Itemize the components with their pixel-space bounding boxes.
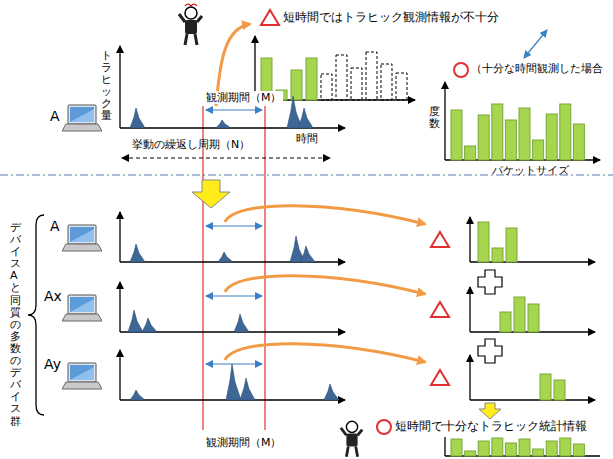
- laptop-icon: [62, 225, 102, 251]
- traffic-spike: [130, 244, 145, 262]
- note-text: 短時間ではトラヒック観測情報が不十分: [283, 10, 499, 24]
- note-text: （十分な時間観測した場合: [471, 62, 603, 75]
- histogram-bar: [492, 438, 503, 456]
- traffic-spike: [142, 318, 157, 332]
- histogram-bar: [533, 140, 544, 160]
- warning-triangle: [431, 232, 449, 247]
- histogram-bar: [546, 114, 557, 160]
- warning-triangle: [431, 302, 449, 317]
- histogram-bar: [505, 120, 516, 160]
- period-label: 挙動の繰返し周期（N）: [132, 138, 250, 151]
- histogram-bar: [554, 380, 565, 400]
- axis: [119, 212, 120, 262]
- histogram-bar: [492, 104, 503, 160]
- histogram-bar: [528, 304, 539, 332]
- histogram-bar: [478, 222, 489, 262]
- histogram-bar: [533, 449, 544, 456]
- period-arrow: [206, 295, 262, 296]
- note-text: 短時間で十分なトラヒック統計情報: [395, 419, 587, 433]
- device-label: Ax: [44, 288, 62, 305]
- histogram-bar: [514, 297, 525, 332]
- histogram-bar: [540, 374, 551, 400]
- traffic-spike: [240, 378, 255, 400]
- orange-curve: [225, 206, 425, 224]
- traffic-spike: [128, 310, 143, 332]
- histogram-bar: [506, 228, 517, 262]
- axis-label: 度数: [429, 106, 440, 130]
- period-arrow: [206, 225, 262, 226]
- histogram-bar: [573, 444, 584, 456]
- histogram-bar: [336, 55, 347, 100]
- orange-curve: [225, 344, 425, 362]
- histogram-bar: [519, 439, 530, 456]
- histogram-bar: [366, 52, 377, 100]
- axis-label: 時間: [296, 132, 318, 145]
- period-label: 観測期間（M）: [205, 436, 283, 449]
- axis-label: トラヒック量: [101, 50, 112, 123]
- histogram-bar: [396, 73, 407, 100]
- warning-triangle: [431, 370, 449, 385]
- histogram-bar: [560, 104, 571, 160]
- traffic-spike: [216, 120, 231, 128]
- axis: [119, 350, 120, 400]
- traffic-spike: [218, 252, 233, 262]
- group-label: デバイスAと同質の多数のデバイス群: [10, 222, 21, 428]
- histogram-bar: [465, 146, 476, 160]
- axis: [119, 282, 120, 332]
- histogram-bar: [451, 439, 462, 456]
- device-label: A: [50, 108, 60, 125]
- histogram-bar: [478, 441, 489, 456]
- histogram-bar: [291, 70, 302, 100]
- histogram-bar: [381, 64, 392, 100]
- histogram-bar: [519, 108, 530, 160]
- histogram-bar: [465, 451, 476, 456]
- traffic-spike: [234, 314, 249, 332]
- histogram-bar: [492, 248, 503, 262]
- histogram-bar: [573, 124, 584, 160]
- traffic-spike: [130, 390, 145, 400]
- traffic-spike: [298, 108, 313, 128]
- axis: [469, 217, 470, 262]
- histogram-bar: [505, 443, 516, 456]
- histogram-bar: [560, 438, 571, 456]
- histogram-bar: [478, 115, 489, 160]
- traffic-spike: [226, 364, 241, 400]
- histogram-bar: [451, 110, 462, 160]
- period-label: 観測期間（M）: [205, 91, 283, 104]
- histogram-bar: [500, 312, 511, 332]
- device-label: Ay: [44, 356, 61, 373]
- traffic-spike: [300, 246, 315, 262]
- histogram-bar: [321, 74, 332, 100]
- histogram-bar: [351, 68, 362, 100]
- orange-curve: [225, 276, 425, 294]
- traffic-spike: [130, 108, 145, 128]
- axis: [469, 287, 470, 332]
- laptop-icon: [62, 363, 102, 389]
- device-label: A: [50, 218, 60, 235]
- histogram-bar: [306, 58, 317, 100]
- traffic-spike: [324, 384, 339, 400]
- laptop-icon: [62, 295, 102, 321]
- axis-label: パケットサイズ: [492, 164, 569, 177]
- axis: [470, 399, 595, 400]
- axis: [469, 355, 470, 400]
- period-arrow: [206, 363, 262, 364]
- histogram-bar: [546, 441, 557, 456]
